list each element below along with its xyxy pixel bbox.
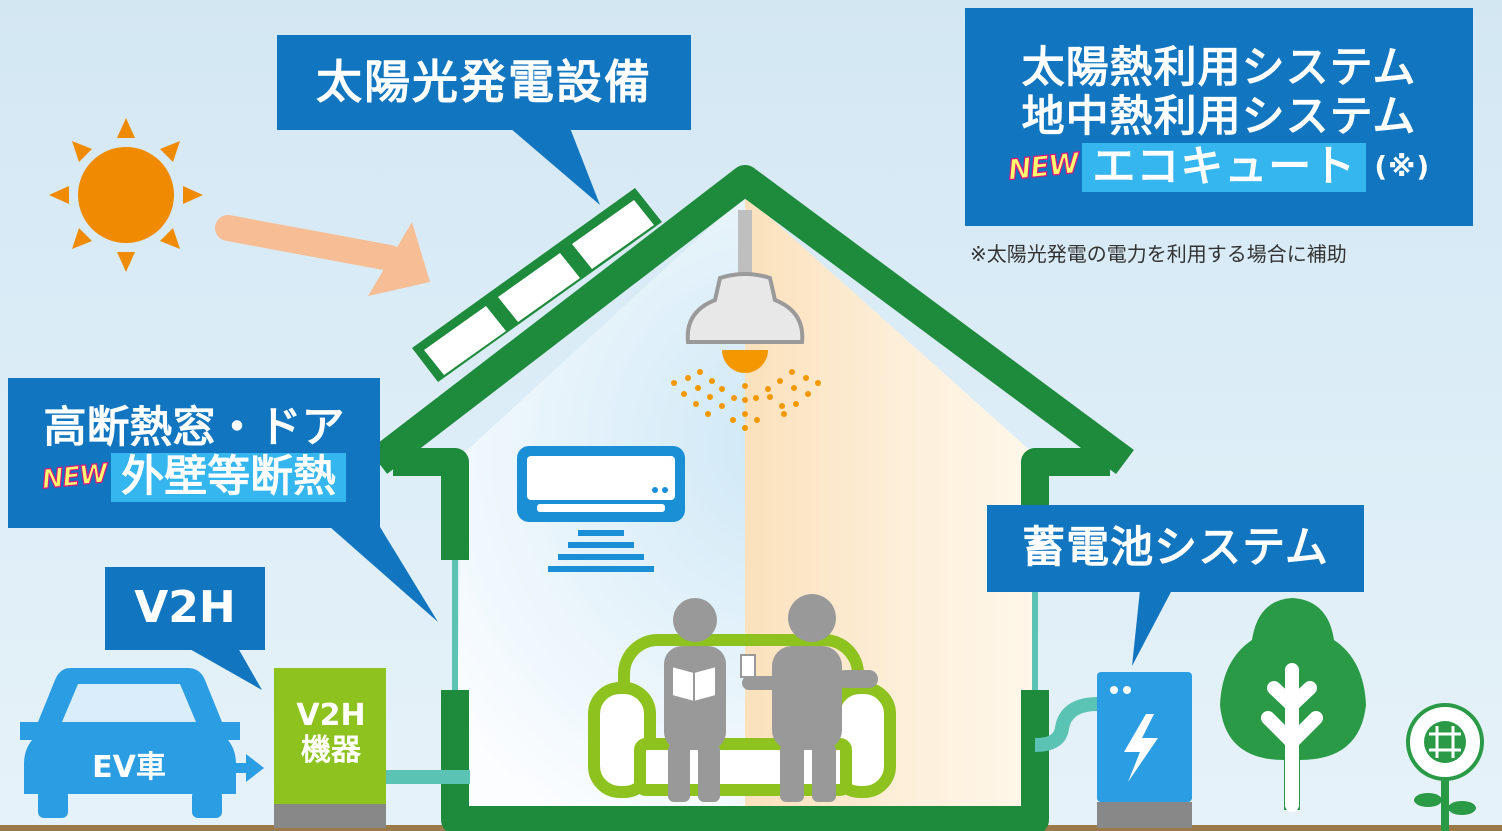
air-conditioner-icon: [517, 446, 685, 572]
heat-systems-callout: 太陽熱利用システム 地中熱利用システム NEW エコキュート (※): [965, 8, 1473, 226]
ceiling-lamp-icon: [685, 210, 805, 373]
tree-icon: [1220, 598, 1366, 812]
v2h-callout: V2H: [105, 567, 265, 650]
solar-heat-label: 太陽熱利用システム: [1021, 42, 1417, 93]
v2h-device-icon: [274, 668, 386, 828]
battery-cable: [1034, 697, 1099, 752]
sunlight-arrow-icon: [215, 215, 430, 296]
wall-insulation-row: NEW 外壁等断熱: [40, 452, 347, 503]
storage-battery-label: 蓄電池システム: [1022, 522, 1329, 573]
house-frame: [368, 165, 1134, 831]
solar-panels: [412, 188, 662, 382]
new-badge: NEW: [40, 458, 109, 496]
ecocute-note-mark: (※): [1374, 150, 1431, 184]
wall-insulation-label: 外壁等断熱: [111, 452, 347, 503]
callout-tails: [188, 128, 1172, 690]
v2h-cable: [386, 770, 470, 784]
solar-power-label: 太陽光発電設備: [316, 55, 652, 110]
ecocute-label: エコキュート: [1082, 142, 1367, 193]
sunflower-icon: [1406, 703, 1484, 831]
v2h-device-label-line2: 機器: [301, 732, 361, 768]
storage-battery-icon: [1097, 672, 1192, 828]
ecocute-row: NEW エコキュート (※): [1006, 142, 1431, 193]
storage-battery-callout: 蓄電池システム: [987, 505, 1364, 592]
light-rays: [671, 369, 821, 431]
book-icon: [671, 664, 717, 704]
solar-power-callout: 太陽光発電設備: [277, 35, 691, 130]
ev-car-label: EV車: [92, 750, 166, 785]
ev-car-icon: [20, 668, 240, 818]
charge-arrow-icon: [208, 754, 264, 782]
insulated-window-label: 高断熱窓・ドア: [43, 402, 345, 453]
ecocute-footnote: ※太陽光発電の電力を利用する場合に補助: [970, 242, 1347, 266]
geothermal-label: 地中熱利用システム: [1021, 92, 1417, 143]
new-badge: NEW: [1006, 146, 1081, 187]
v2h-label: V2H: [134, 582, 236, 634]
cup-icon: [740, 654, 756, 678]
insulation-callout: 高断熱窓・ドア NEW 外壁等断熱: [8, 378, 380, 528]
v2h-device-label: V2H 機器: [276, 698, 386, 768]
sun-icon: [49, 118, 203, 272]
v2h-device-label-line1: V2H: [296, 698, 366, 733]
